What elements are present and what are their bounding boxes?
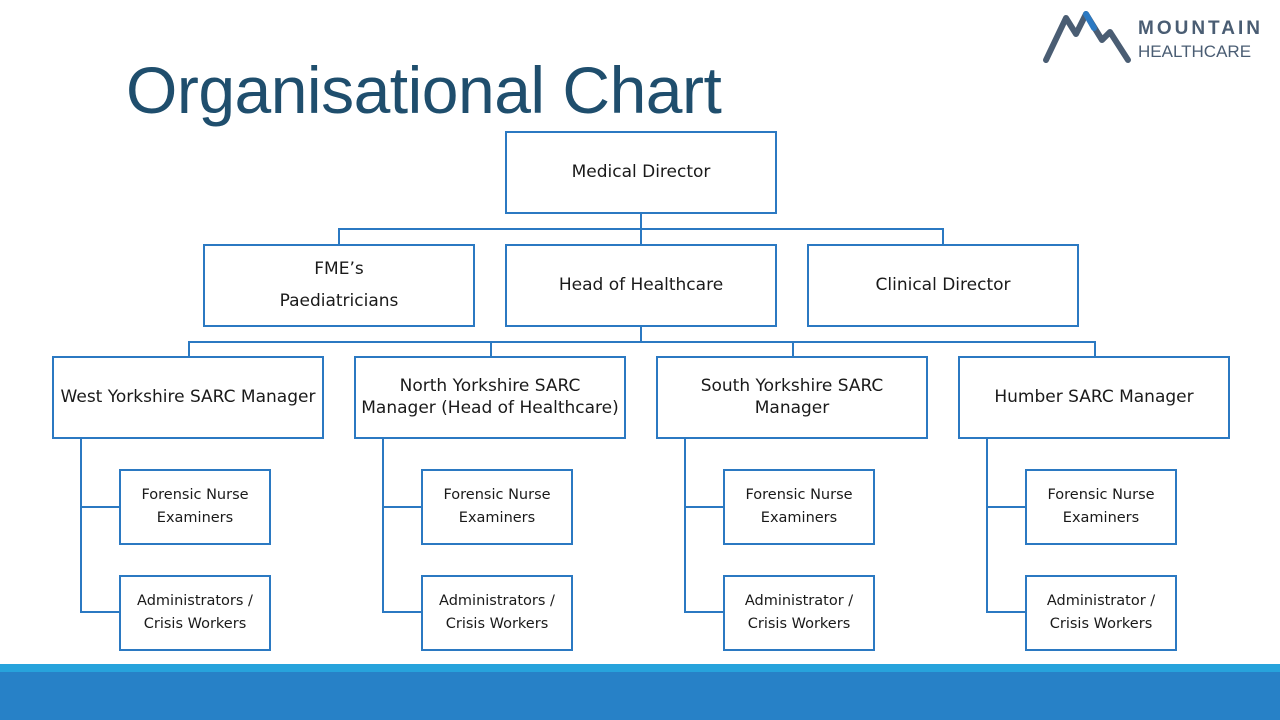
fme-paediatricians-box: FME’s Paediatricians (203, 244, 475, 327)
connector-line (490, 341, 492, 358)
staff-label: Administrator / Crisis Workers (1046, 592, 1156, 632)
manager-label: West Yorkshire SARC Manager (60, 386, 316, 407)
west-forensic-nurse-box: Forensic Nurse Examiners (119, 469, 271, 545)
mountain-logo-icon (1043, 11, 1131, 63)
connector-line (80, 506, 120, 508)
connector-line (382, 611, 422, 613)
connector-line (80, 611, 120, 613)
manager-label: North Yorkshire SARC Manager (Head of He… (361, 376, 619, 418)
connector-line (382, 506, 422, 508)
head-of-healthcare-box: Head of Healthcare (505, 244, 777, 327)
footer-accent-band (0, 664, 1280, 672)
south-admin-box: Administrator / Crisis Workers (723, 575, 875, 651)
connector-line (942, 228, 944, 246)
staff-label: Administrators / Crisis Workers (439, 592, 555, 632)
page-title: Organisational Chart (126, 53, 722, 127)
connector-line (640, 212, 642, 229)
manager-label: Humber SARC Manager (994, 386, 1194, 407)
connector-line (80, 437, 82, 613)
medical-director-label: Medical Director (571, 161, 711, 182)
connector-line (338, 228, 340, 246)
north-forensic-nurse-box: Forensic Nurse Examiners (421, 469, 573, 545)
connector-line (382, 437, 384, 613)
humber-forensic-nurse-box: Forensic Nurse Examiners (1025, 469, 1177, 545)
head-of-healthcare-label: Head of Healthcare (558, 274, 724, 295)
humber-admin-box: Administrator / Crisis Workers (1025, 575, 1177, 651)
south-yorkshire-manager-box: South Yorkshire SARC Manager (656, 356, 928, 439)
logo-wordmark-line2: HEALTHCARE (1138, 42, 1252, 61)
connector-line (188, 341, 190, 358)
staff-label: Forensic Nurse Examiners (1047, 486, 1155, 526)
connector-line (188, 341, 1096, 343)
west-yorkshire-manager-box: West Yorkshire SARC Manager (52, 356, 324, 439)
paediatricians-label: Paediatricians (279, 290, 399, 311)
connector-line (684, 437, 686, 613)
clinical-director-box: Clinical Director (807, 244, 1079, 327)
connector-line (640, 228, 642, 246)
connector-line (792, 341, 794, 358)
manager-label: South Yorkshire SARC Manager (700, 376, 884, 418)
north-admin-box: Administrators / Crisis Workers (421, 575, 573, 651)
south-forensic-nurse-box: Forensic Nurse Examiners (723, 469, 875, 545)
footer-band (0, 672, 1280, 720)
clinical-director-label: Clinical Director (875, 274, 1011, 295)
connector-line (1094, 341, 1096, 358)
medical-director-box: Medical Director (505, 131, 777, 214)
connector-line (684, 506, 724, 508)
logo-wordmark-line1: MOUNTAIN (1138, 18, 1263, 39)
connector-line (684, 611, 724, 613)
fme-label: FME’s (314, 259, 364, 280)
staff-label: Forensic Nurse Examiners (745, 486, 853, 526)
connector-line (986, 506, 1026, 508)
humber-manager-box: Humber SARC Manager (958, 356, 1230, 439)
staff-label: Administrators / Crisis Workers (137, 592, 253, 632)
connector-line (986, 437, 988, 613)
west-admin-box: Administrators / Crisis Workers (119, 575, 271, 651)
staff-label: Administrator / Crisis Workers (744, 592, 854, 632)
connector-line (986, 611, 1026, 613)
connector-line (640, 325, 642, 342)
staff-label: Forensic Nurse Examiners (141, 486, 249, 526)
staff-label: Forensic Nurse Examiners (443, 486, 551, 526)
north-yorkshire-manager-box: North Yorkshire SARC Manager (Head of He… (354, 356, 626, 439)
